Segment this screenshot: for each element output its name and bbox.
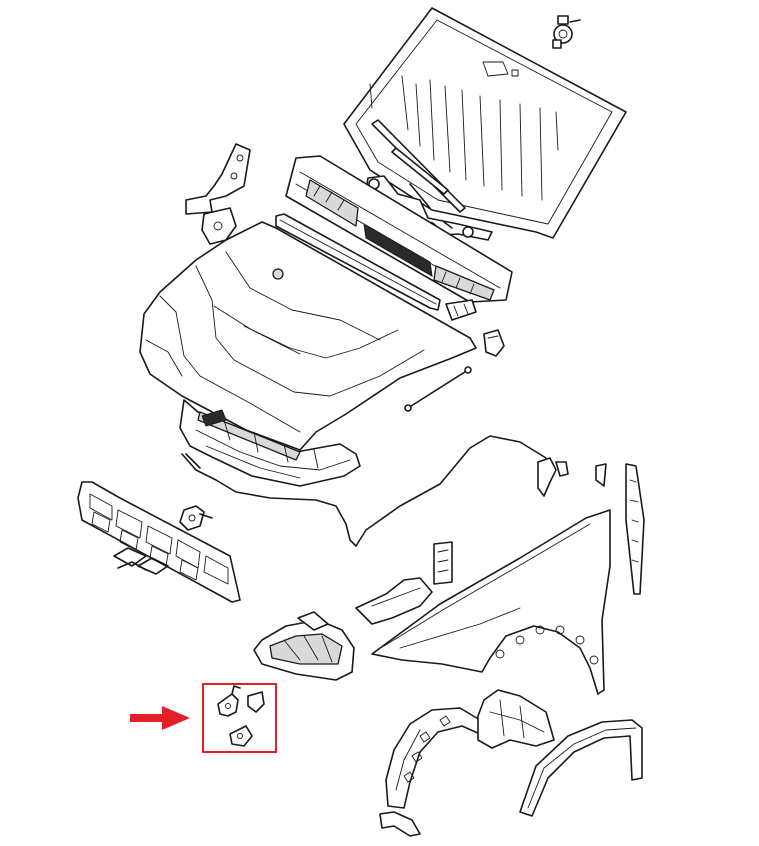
front-fender[interactable] xyxy=(371,509,611,695)
grille-emblem xyxy=(113,547,169,575)
cowl-bracket[interactable] xyxy=(445,299,477,321)
hood[interactable] xyxy=(139,221,477,451)
hood-release-cable[interactable] xyxy=(181,435,569,547)
latch-clip[interactable] xyxy=(595,463,607,487)
highlight-frame xyxy=(202,683,277,753)
inner-fender-liner-rear[interactable] xyxy=(477,689,555,749)
hood-inner-panel[interactable] xyxy=(179,399,361,487)
pointer-arrow xyxy=(130,706,190,730)
hood-hinge[interactable] xyxy=(185,143,251,245)
wiper-arm[interactable] xyxy=(371,119,466,213)
switch-module[interactable] xyxy=(433,541,453,585)
hood-lock[interactable] xyxy=(179,505,213,531)
headlamp-bracket[interactable] xyxy=(355,577,433,625)
hood-support-strut[interactable] xyxy=(404,366,472,412)
mud-guard[interactable] xyxy=(379,811,421,837)
hood-seal-strip[interactable] xyxy=(275,213,441,311)
radiator-grille[interactable] xyxy=(77,481,241,603)
highlighted-bracket-set[interactable] xyxy=(217,685,265,747)
a-pillar-trim[interactable] xyxy=(625,463,645,595)
inner-fender-liner[interactable] xyxy=(385,707,481,809)
cowl-panel[interactable] xyxy=(285,155,513,303)
hood-latch-bracket[interactable] xyxy=(483,329,505,357)
rain-sensor[interactable] xyxy=(552,15,581,49)
windshield[interactable] xyxy=(343,7,627,239)
headlamp[interactable] xyxy=(253,611,355,681)
wheel-arch-flare[interactable] xyxy=(519,719,643,817)
